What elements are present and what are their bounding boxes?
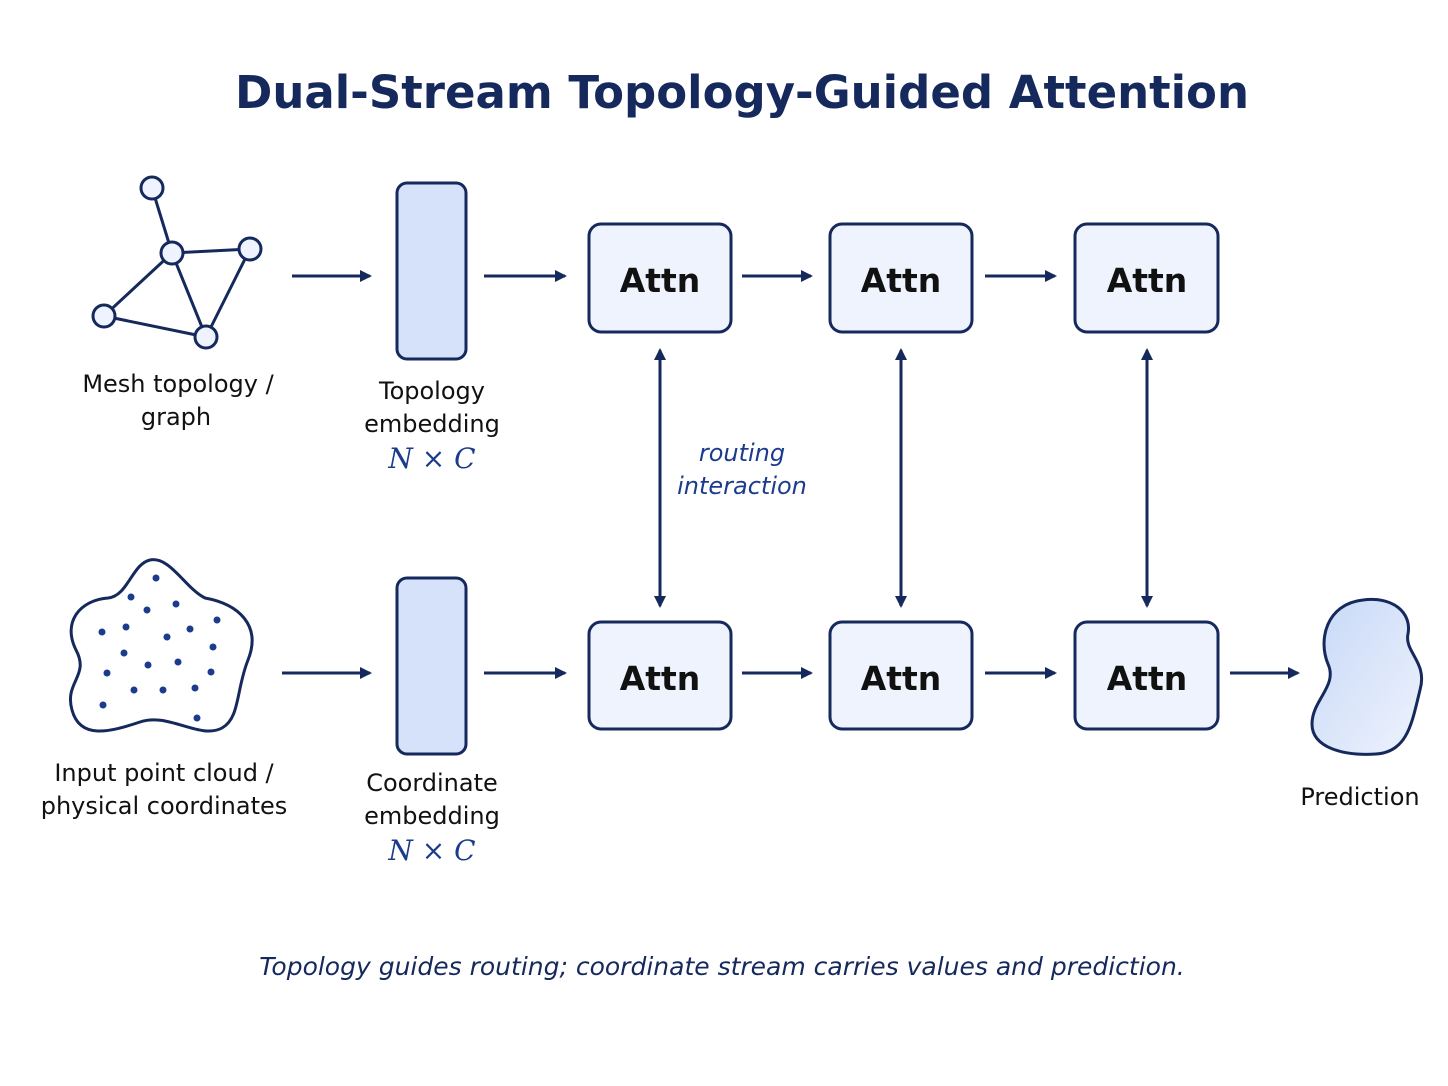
- coordinate-embedding-label-line2: embedding: [364, 802, 500, 830]
- top-attn-block-3: Attn: [1073, 222, 1220, 334]
- diagram-caption: Topology guides routing; coordinate stre…: [259, 952, 1185, 981]
- bottom-attn-label-2: Attn: [861, 659, 942, 698]
- top-attn-block-2: Attn: [828, 222, 974, 334]
- diagram-title: Dual-Stream Topology-Guided Attention: [235, 66, 1249, 119]
- bottom-attn-block-1: Attn: [587, 620, 733, 731]
- topology-embedding-label-line2: embedding: [364, 410, 500, 438]
- bottom-attn-block-3: Attn: [1073, 620, 1220, 731]
- topology-embedding-label-line1: Topology: [378, 377, 485, 405]
- top-attn-label-3: Attn: [1107, 261, 1188, 300]
- prediction-blob-icon: [1310, 597, 1424, 756]
- bottom-attn-label-1: Attn: [620, 659, 701, 698]
- bottom-attn-label-3: Attn: [1107, 659, 1188, 698]
- prediction-label: Prediction: [1300, 783, 1419, 811]
- routing-label-line1: routing: [699, 439, 785, 467]
- topology-embedding-shape: N × C: [387, 442, 475, 475]
- top-attn-label-2: Attn: [861, 261, 942, 300]
- top-attn-block-1: Attn: [587, 222, 733, 334]
- bottom-attn-block-2: Attn: [828, 620, 974, 731]
- routing-label-line2: interaction: [677, 472, 807, 500]
- point-cloud-label-line2: physical coordinates: [41, 792, 288, 820]
- coordinate-embedding-block: [395, 576, 468, 756]
- mesh-graph-icon: [91, 175, 263, 350]
- point-cloud-label-line1: Input point cloud /: [54, 759, 274, 787]
- mesh-label-line2: graph: [141, 403, 211, 431]
- mesh-label-line1: Mesh topology /: [82, 370, 274, 398]
- point-cloud-icon: [69, 558, 254, 733]
- coordinate-embedding-shape: N × C: [387, 834, 475, 867]
- coordinate-embedding-label-line1: Coordinate: [366, 769, 498, 797]
- topology-embedding-block: [395, 181, 468, 361]
- top-attn-label-1: Attn: [620, 261, 701, 300]
